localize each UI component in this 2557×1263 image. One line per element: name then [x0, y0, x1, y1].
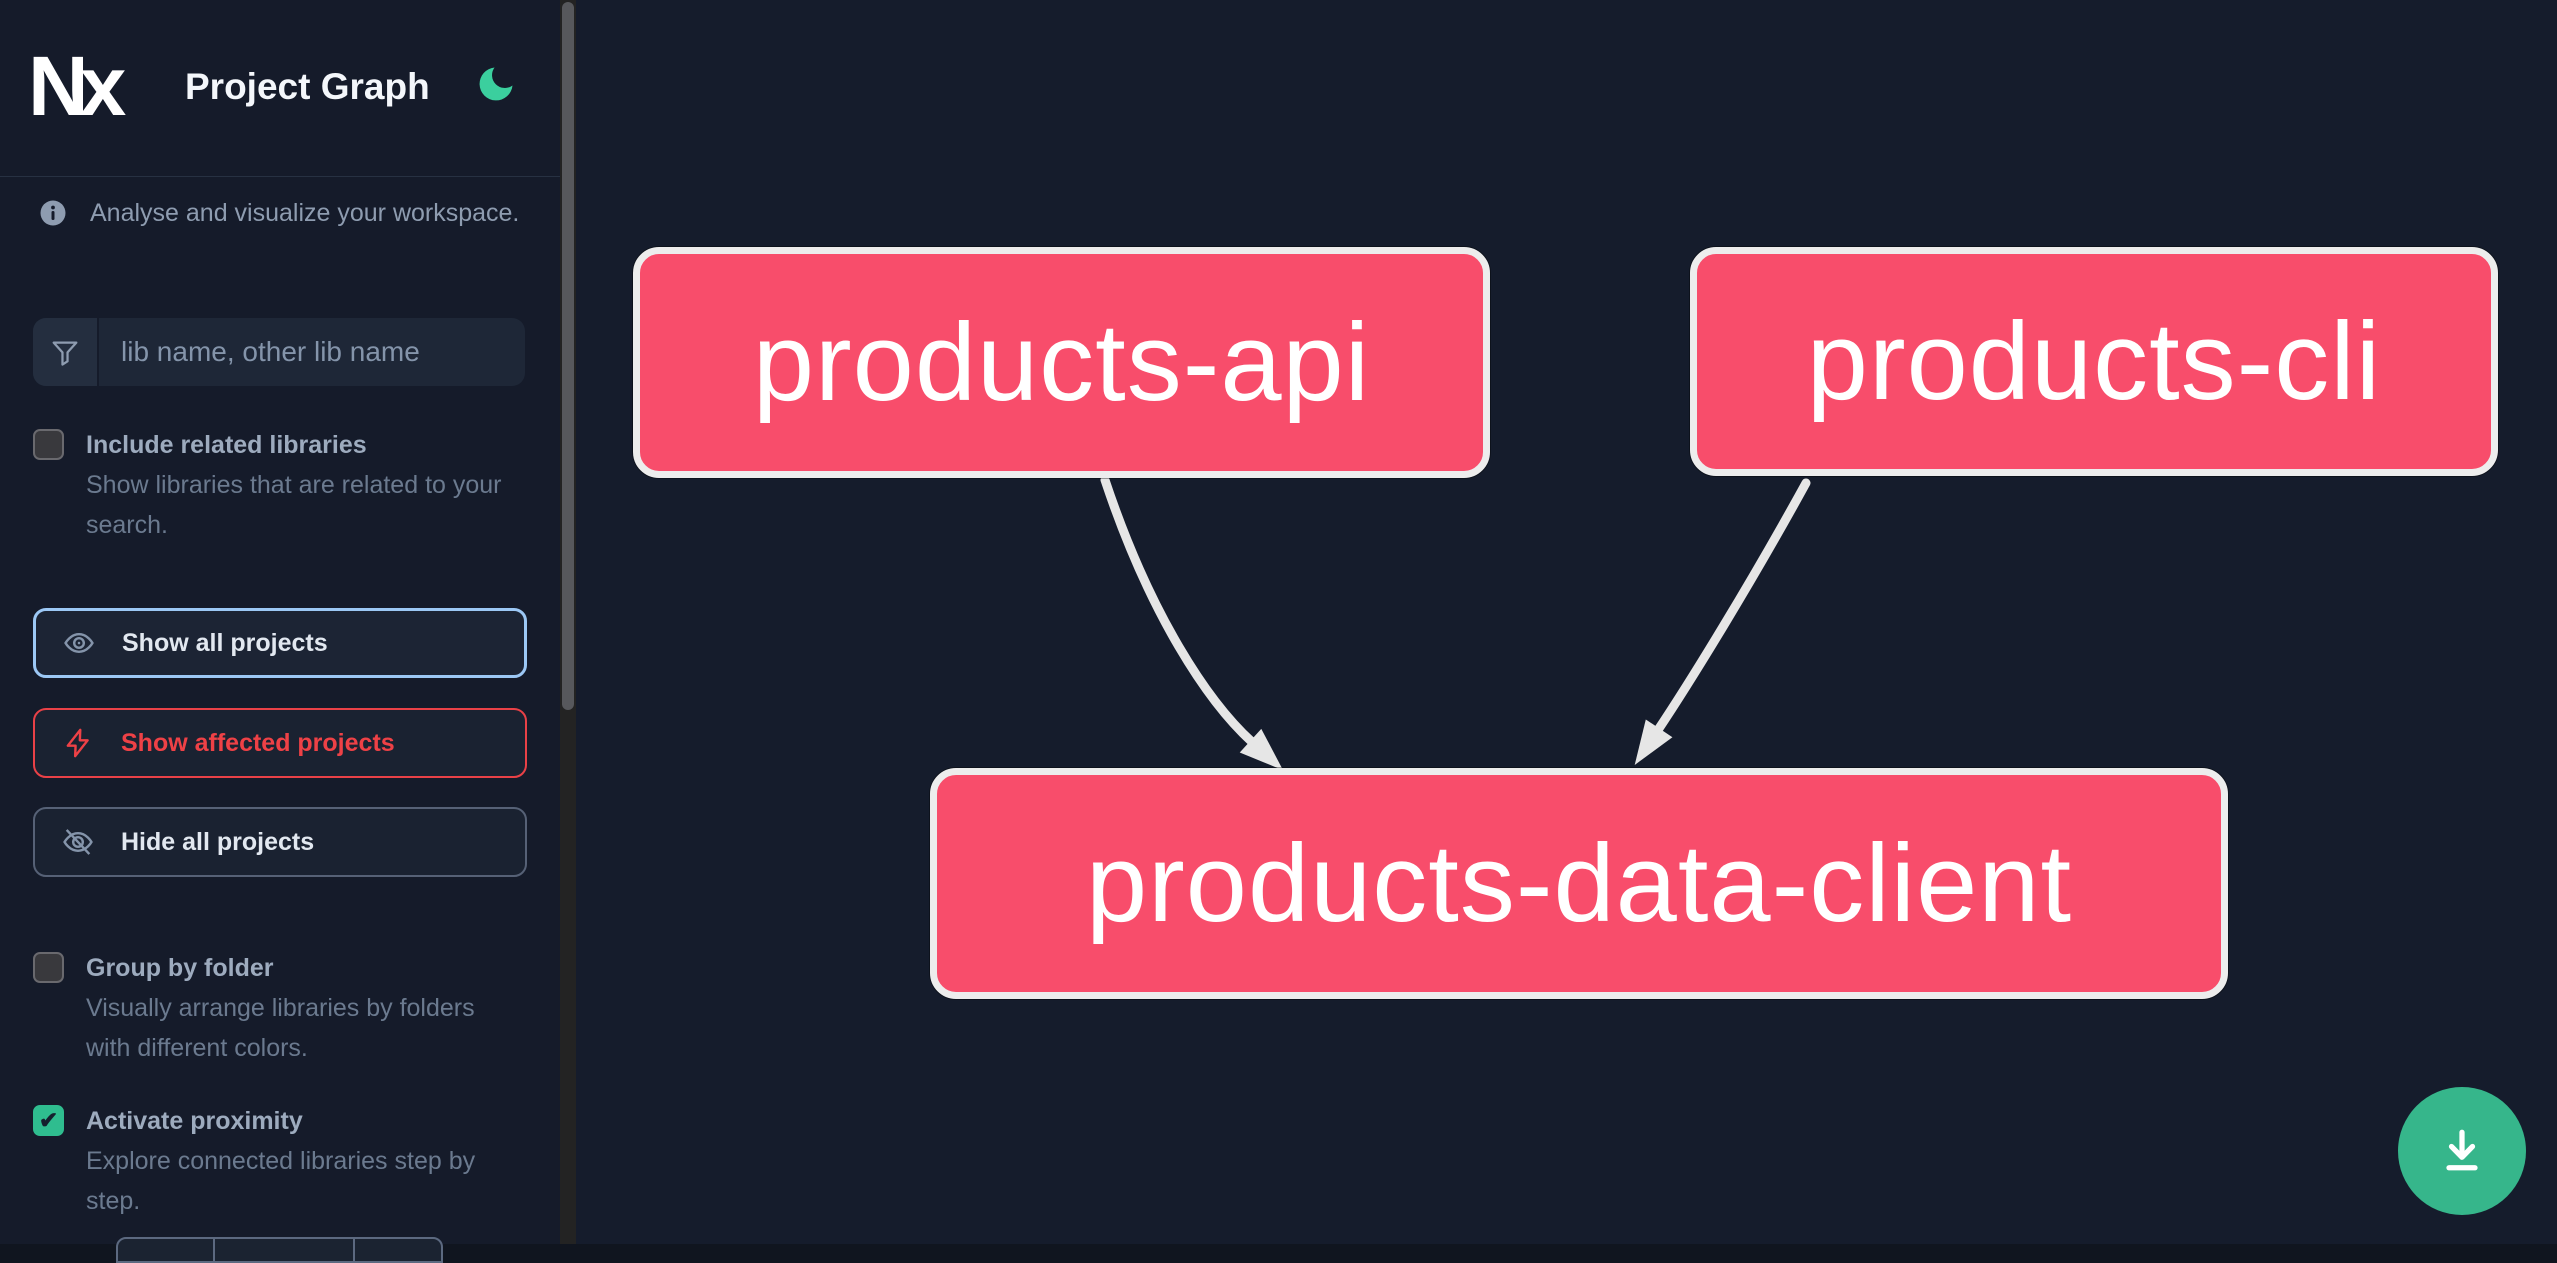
stepper-decrement[interactable] [118, 1239, 213, 1261]
show-all-projects-label: Show all projects [122, 628, 328, 657]
proximity-stepper[interactable] [116, 1237, 443, 1263]
activate-proximity-label[interactable]: Activate proximity [86, 1107, 303, 1135]
graph-node-products-data-client[interactable]: products-data-client [930, 768, 2228, 999]
hide-all-projects-button[interactable]: Hide all projects [33, 807, 527, 877]
theme-toggle-moon-icon[interactable] [474, 62, 518, 106]
search-input[interactable] [99, 318, 525, 386]
include-related-checkbox[interactable]: ✔ [33, 429, 64, 460]
graph-node-products-cli[interactable]: products-cli [1690, 247, 2498, 476]
show-all-projects-button[interactable]: Show all projects [33, 608, 527, 678]
filter-icon [33, 318, 99, 386]
group-by-folder-description: Visually arrange libraries by folders wi… [86, 994, 475, 1062]
include-related-label[interactable]: Include related libraries [86, 431, 367, 459]
stepper-value [213, 1239, 353, 1261]
graph-node-products-api[interactable]: products-api [633, 247, 1490, 478]
download-image-button[interactable] [2398, 1087, 2526, 1215]
bolt-icon [66, 728, 89, 758]
option-activate-proximity: ✔ Activate proximity Explore connected l… [33, 1101, 533, 1221]
activate-proximity-checkbox[interactable]: ✔ [33, 1105, 64, 1136]
include-related-description: Show libraries that are related to your … [86, 471, 502, 539]
sidebar: Nx Project Graph Analyse and visualize y… [0, 0, 560, 1263]
download-icon [2446, 1129, 2478, 1171]
activate-proximity-description: Explore connected libraries step by step… [86, 1147, 476, 1215]
eye-icon [64, 633, 94, 653]
graph-canvas[interactable] [576, 0, 2557, 1244]
sidebar-scrollbar[interactable] [560, 0, 576, 1244]
show-affected-projects-button[interactable]: Show affected projects [33, 708, 527, 778]
stepper-increment[interactable] [353, 1239, 441, 1261]
group-by-folder-label[interactable]: Group by folder [86, 954, 274, 982]
workspace-tagline: Analyse and visualize your workspace. [38, 198, 538, 228]
tagline-text: Analyse and visualize your workspace. [90, 198, 520, 227]
info-icon [40, 200, 66, 226]
option-group-by-folder: ✔ Group by folder Visually arrange libra… [33, 948, 533, 1068]
scrollbar-thumb[interactable] [562, 2, 574, 710]
sidebar-header: Nx Project Graph [0, 0, 560, 177]
page-title: Project Graph [185, 66, 430, 107]
group-by-folder-checkbox[interactable]: ✔ [33, 952, 64, 983]
eye-slash-icon [63, 829, 93, 855]
nx-logo: Nx [28, 39, 126, 133]
option-include-related: ✔ Include related libraries Show librari… [33, 425, 533, 545]
show-affected-projects-label: Show affected projects [121, 728, 395, 757]
search-box [33, 318, 525, 386]
hide-all-projects-label: Hide all projects [121, 827, 315, 856]
